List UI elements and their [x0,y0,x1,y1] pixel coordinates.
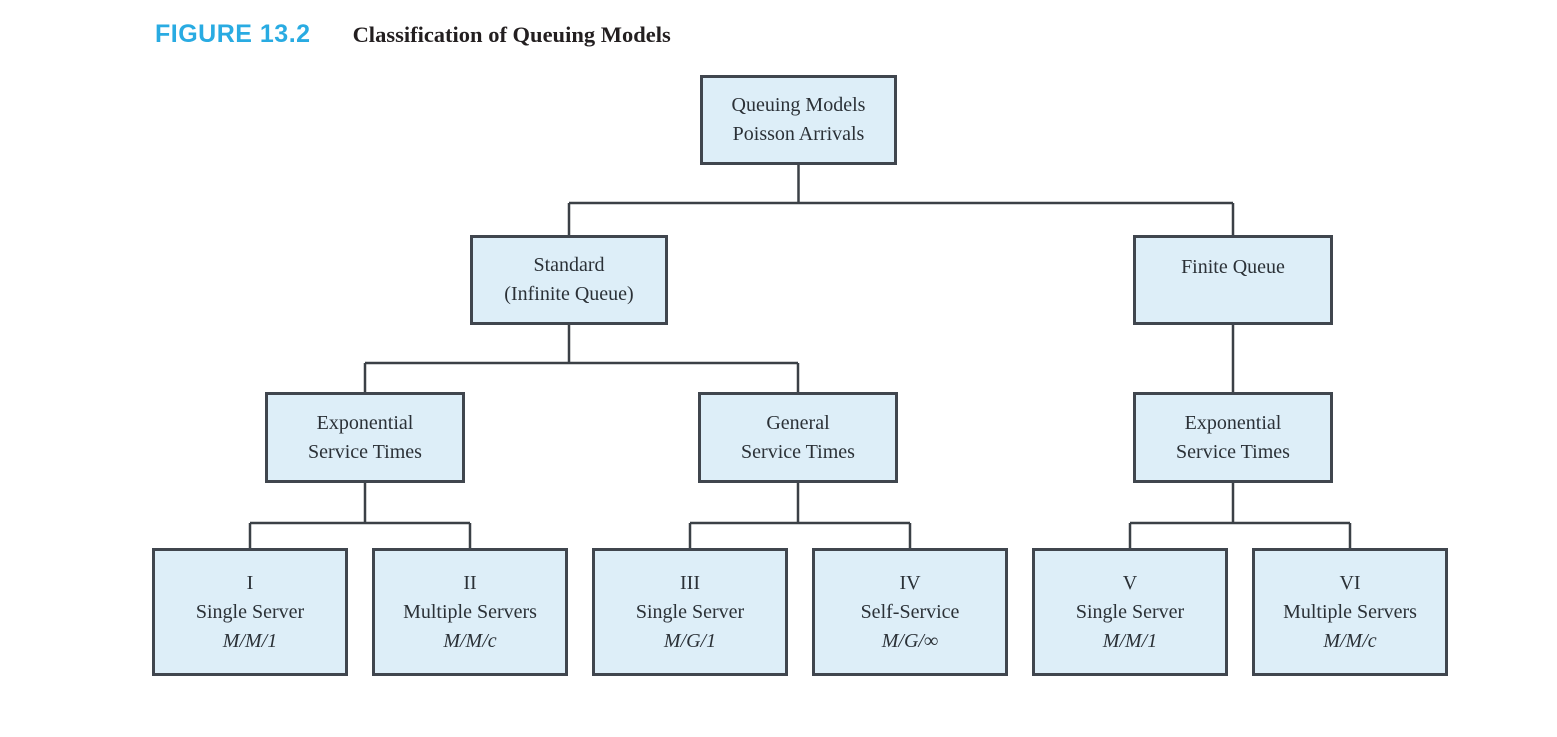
model-numeral: III [680,571,700,594]
connector-general-to-models [688,483,912,548]
node-model-1-single-server: I Single Server M/M/1 [152,548,348,676]
node-text-line: Service Times [741,440,855,463]
node-text-line: Queuing Models [731,94,866,116]
node-model-6-multiple-servers: VI Multiple Servers M/M/c [1252,548,1448,676]
node-text-line: Service Times [308,440,422,463]
node-standard-infinite-queue: Standard (Infinite Queue) [470,235,668,325]
model-label: Self-Service [860,600,960,623]
connector-root-to-level2 [567,165,1235,235]
model-numeral: I [246,571,254,594]
model-notation: M/M/c [1323,629,1377,652]
node-model-2-multiple-servers: II Multiple Servers M/M/c [372,548,568,676]
node-exponential-service-times-left: Exponential Service Times [265,392,465,483]
model-notation: M/M/1 [222,629,278,652]
connector-standard-to-level3 [363,325,800,392]
node-text-line: General [766,411,830,434]
node-text-line: Exponential [316,411,414,434]
node-text-line: Service Times [1176,440,1290,463]
node-text-line: (Infinite Queue) [504,283,634,305]
node-text-line: Standard [533,254,605,276]
model-numeral: V [1122,571,1138,594]
node-general-service-times: General Service Times [698,392,898,483]
model-label: Single Server [195,600,305,623]
model-notation: M/G/1 [663,629,717,652]
model-label: Single Server [635,600,745,623]
model-label: Multiple Servers [1283,600,1417,623]
connector-expleft-to-models [248,483,472,548]
node-queuing-models-root: Queuing Models Poisson Arrivals [700,75,897,165]
node-exponential-service-times-right: Exponential Service Times [1133,392,1333,483]
model-notation: M/M/1 [1102,629,1158,652]
model-notation: M/G/∞ [881,629,939,652]
model-label: Multiple Servers [403,600,537,623]
node-model-3-single-server: III Single Server M/G/1 [592,548,788,676]
node-text-line: Exponential [1184,411,1282,434]
figure-number-label: FIGURE 13.2 [155,20,311,48]
node-model-4-self-service: IV Self-Service M/G/∞ [812,548,1008,676]
node-finite-queue: Finite Queue [1133,235,1333,325]
model-notation: M/M/c [443,629,497,652]
figure-title: Classification of Queuing Models [352,22,671,47]
node-model-5-single-server: V Single Server M/M/1 [1032,548,1228,676]
model-numeral: IV [899,571,921,594]
connector-expright-to-models [1128,483,1352,548]
node-text-line: Finite Queue [1181,255,1285,278]
node-text-line: Poisson Arrivals [732,123,865,145]
figure-header: FIGURE 13.2 Classification of Queuing Mo… [155,20,671,49]
model-numeral: II [463,571,477,594]
model-numeral: VI [1339,571,1361,594]
model-label: Single Server [1075,600,1185,623]
